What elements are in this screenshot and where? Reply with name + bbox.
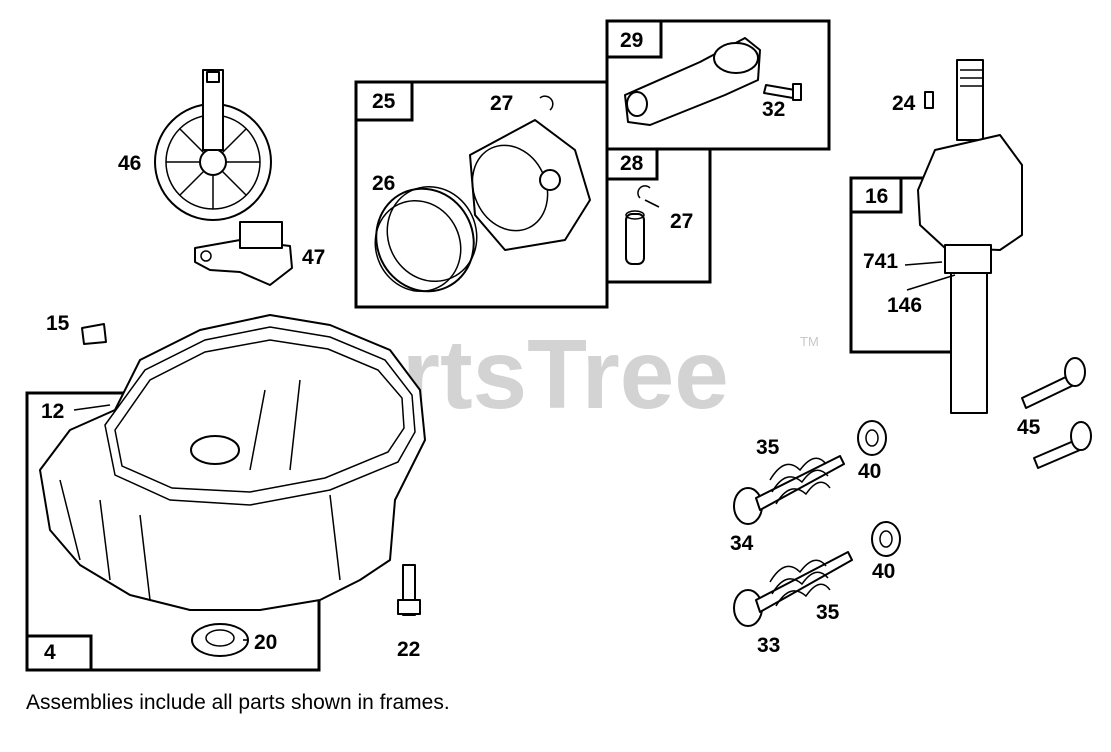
- callout-146: 146: [887, 294, 922, 317]
- callout-34: 34: [730, 532, 754, 555]
- callout-46: 46: [118, 152, 141, 175]
- callout-20: 20: [254, 631, 277, 654]
- rod-bolt-part: [763, 83, 802, 101]
- callout-4: 4: [44, 641, 56, 664]
- bolt-part: [397, 564, 421, 616]
- callout-28: 28: [620, 152, 644, 175]
- callout-27-pin-kit: 27: [670, 210, 693, 233]
- piston-rings-part: [374, 185, 478, 293]
- crankcase-cover-part: [39, 314, 426, 611]
- callout-35-upper: 35: [756, 436, 780, 459]
- valve-lifter-part-lower: [1033, 421, 1092, 469]
- callout-26: 26: [372, 172, 395, 195]
- valve-spring-part-lower: [769, 559, 831, 607]
- callout-40-upper: 40: [858, 460, 881, 483]
- oil-seal-part: [191, 623, 249, 657]
- shaft-key-part: [924, 91, 934, 109]
- callout-22: 22: [397, 638, 420, 661]
- callout-24: 24: [892, 92, 916, 115]
- exhaust-valve-part: [733, 455, 845, 525]
- crankshaft-part: [917, 59, 1023, 414]
- cam-gear-part: [154, 69, 272, 221]
- connecting-rod-part: [624, 37, 761, 126]
- callout-12: 12: [41, 400, 64, 423]
- circlip-part-upper: [539, 95, 554, 111]
- callout-35-lower: 35: [816, 601, 840, 624]
- assembly-note: Assemblies include all parts shown in fr…: [26, 691, 450, 714]
- callout-40-lower: 40: [872, 560, 895, 583]
- piston-pin-part: [625, 210, 645, 265]
- callout-47: 47: [302, 246, 325, 269]
- frame-connecting-rod: [605, 19, 831, 151]
- valve-lifter-part-upper: [1021, 357, 1086, 409]
- callout-45: 45: [1017, 416, 1041, 439]
- circlip-part-lower: [637, 185, 651, 199]
- plug-part: [81, 323, 107, 345]
- callout-15: 15: [46, 312, 70, 335]
- leader-lines: [73, 199, 956, 641]
- frame-piston-pin-kit: [605, 147, 712, 284]
- governor-part: [194, 221, 293, 286]
- callout-32: 32: [762, 98, 785, 121]
- callout-25: 25: [372, 90, 396, 113]
- valve-spring-part-upper: [769, 457, 831, 505]
- callout-27-piston: 27: [490, 92, 513, 115]
- watermark-trademark: TM: [800, 334, 819, 349]
- callout-29: 29: [620, 29, 643, 52]
- callout-16: 16: [865, 185, 888, 208]
- callout-33: 33: [757, 634, 780, 657]
- valve-retainer-part-lower: [871, 521, 901, 557]
- piston-part: [469, 119, 591, 251]
- callout-741: 741: [863, 250, 898, 273]
- valve-retainer-part-upper: [857, 420, 887, 456]
